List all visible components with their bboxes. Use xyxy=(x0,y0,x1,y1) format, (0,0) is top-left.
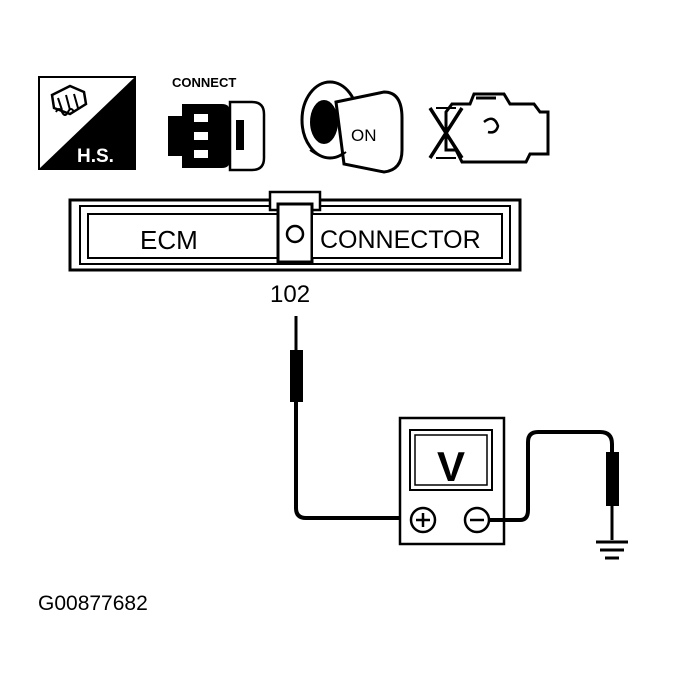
terminal-number: 102 xyxy=(270,281,310,308)
ecm-label: ECM xyxy=(140,225,198,255)
connector-label: CONNECTOR xyxy=(320,226,481,254)
terminal-pin xyxy=(285,224,305,244)
positive-probe-wire xyxy=(290,316,404,520)
ecm-connector: ECM CONNECTOR xyxy=(68,190,522,272)
negative-terminal-icon xyxy=(463,506,491,534)
figure-id: G00877682 xyxy=(38,592,148,615)
ignition-on-label: ON xyxy=(351,126,377,145)
hot-surface-icon: H.S. xyxy=(38,76,136,170)
meter-display: V xyxy=(437,443,465,490)
positive-terminal-icon xyxy=(409,506,437,534)
connector-icon: CONNECT xyxy=(168,75,266,172)
connect-label: CONNECT xyxy=(172,75,236,90)
ground-icon xyxy=(596,540,628,560)
engine-off-icon xyxy=(428,92,550,164)
negative-probe-wire xyxy=(489,430,619,540)
hs-label: H.S. xyxy=(77,146,114,167)
ignition-key-icon: ON xyxy=(300,80,404,174)
voltmeter: V xyxy=(398,416,506,546)
